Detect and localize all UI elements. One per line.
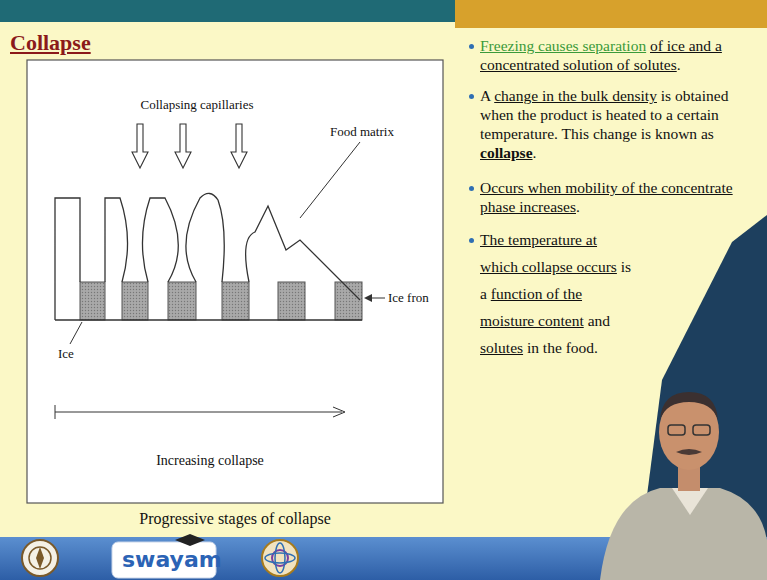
text-run: moisture content (480, 312, 584, 329)
leader-line (300, 142, 360, 218)
text-run: The temperature at which collapse occurs (480, 231, 617, 275)
figure-caption: Progressive stages of collapse (27, 509, 443, 528)
ice-front-arrow (364, 294, 385, 302)
logo-text: swayam (122, 547, 222, 573)
bullet-dot (469, 186, 474, 191)
text-run: function of the (491, 285, 582, 302)
bullet-text: Freezing causes separation of ice and a … (480, 36, 762, 74)
figure-label: Increasing collapse (120, 452, 300, 469)
text-run: solutes (480, 339, 523, 356)
nptel-logo (262, 540, 298, 576)
top-accent (455, 0, 767, 28)
collapse-axis (55, 405, 345, 419)
figure-label: Collapsing capillaries (112, 97, 282, 113)
presenter (600, 392, 767, 580)
slide-title: Collapse (10, 30, 91, 56)
cap-icon (175, 534, 205, 546)
bullet-dot (469, 238, 474, 243)
figure-label: Food matrix (330, 124, 394, 140)
ice-block (80, 282, 362, 320)
text-run: Occurs when mobility of the concentrate … (480, 179, 733, 215)
leader-line (70, 322, 82, 344)
bullet-dot (469, 94, 474, 99)
figure-label: Ice (58, 346, 74, 362)
institute-logo (22, 540, 58, 576)
figure-label: Ice fron (388, 290, 429, 306)
bullet-dot (469, 44, 474, 49)
bullet-text: The temperature at which collapse occurs… (480, 226, 632, 361)
text-run: change in the bulk density (494, 87, 657, 104)
food-matrix-outline (55, 193, 362, 320)
text-run: Freezing causes separation (480, 37, 646, 54)
text-run: collapse (480, 144, 533, 161)
down-arrow (132, 124, 247, 168)
figure-frame (27, 60, 443, 503)
bullet-text: Occurs when mobility of the concentrate … (480, 178, 750, 216)
bullet-text: A change in the bulk density is obtained… (480, 86, 762, 162)
